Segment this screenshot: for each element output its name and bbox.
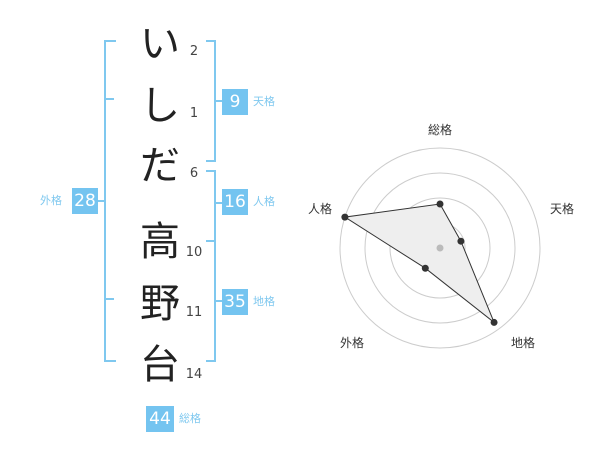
radar-ring [339,147,541,349]
surname-strokes-2: 1 [189,106,199,121]
axis-label-chikaku: 地格 [511,335,535,350]
chikaku-label: 地格 [253,295,275,308]
soukaku-score: 44 [146,406,174,432]
surname-char-2: し [140,83,180,129]
given-char-3: 台 [140,342,180,388]
gaikaku-bracket [104,40,116,362]
jinkaku-score: 16 [222,189,248,215]
given-char-2: 野 [140,281,180,327]
radar-area [343,203,496,324]
given-char-1: 高 [140,219,180,265]
chikaku-score: 35 [222,289,248,315]
radar-point-3 [490,318,498,326]
gaikaku-bracket-tick-bottom [104,298,114,300]
radar-center [436,244,444,252]
soukaku-label: 総格 [179,412,201,425]
tenkaku-label: 天格 [253,95,275,108]
gaikaku-score: 28 [72,188,98,214]
given-strokes-3: 14 [185,367,203,382]
surname-char-3: だ [140,143,180,189]
jinkaku-label: 人格 [253,195,275,208]
given-strokes-2: 11 [185,305,203,320]
radar-ring [389,197,491,299]
radar-points [341,200,498,326]
chikaku-connector [214,300,222,302]
radar-point-2 [457,237,465,245]
jinkaku-connector [214,202,222,204]
radar-point-4 [421,264,429,272]
radar-ring [364,172,516,324]
axis-label-jinkaku: 人格 [308,201,332,216]
axis-label-soukaku: 総格 [428,122,452,137]
surname-strokes-1: 2 [189,44,199,59]
radar-point-5 [341,213,349,221]
gaikaku-connector [98,200,104,202]
axis-label-gaikaku: 外格 [340,335,364,350]
surname-strokes-3: 6 [189,166,199,181]
tenkaku-connector [214,100,222,102]
surname-char-1: い [140,21,180,67]
tenkaku-score: 9 [222,89,248,115]
gaikaku-label: 外格 [40,194,62,207]
axis-label-tenkaku: 天格 [550,201,574,216]
radar-point-1 [436,200,444,208]
gaikaku-bracket-tick-top [104,98,114,100]
given-strokes-1: 10 [185,245,203,260]
